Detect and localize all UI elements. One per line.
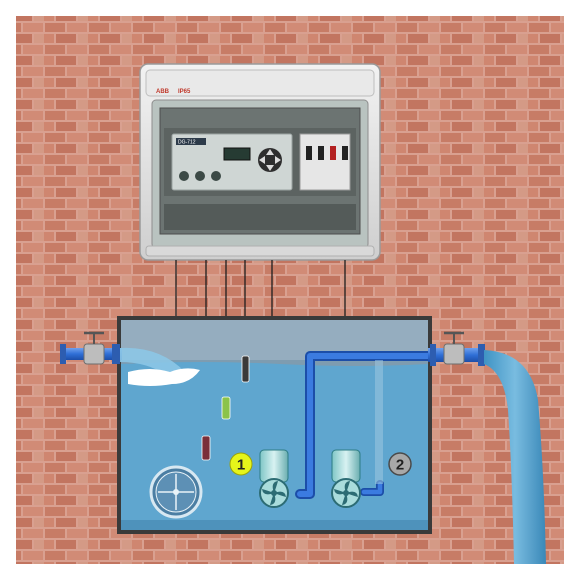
controller-display xyxy=(223,147,251,161)
controller-led-2 xyxy=(195,171,205,181)
fan-impeller-icon xyxy=(262,481,286,505)
level-sensor-upper xyxy=(241,355,250,383)
inlet-pipe xyxy=(60,331,200,386)
pump-1-label: 1 xyxy=(237,457,245,474)
pump-2-riser xyxy=(375,360,383,484)
gauge-icon xyxy=(149,465,203,519)
pump-2-label: 2 xyxy=(396,457,404,474)
pump-2-badge: 2 xyxy=(388,452,412,476)
inlet-valve-icon xyxy=(83,331,105,365)
controller-led-1 xyxy=(179,171,189,181)
pump-1 xyxy=(259,449,289,508)
inflow-stream xyxy=(120,347,185,378)
outlet-pipe xyxy=(428,331,485,366)
controller-led-3 xyxy=(211,171,221,181)
pump-2 xyxy=(331,449,361,508)
panel-brand: ABB xyxy=(156,89,170,95)
outflow-stream xyxy=(484,350,546,564)
fan-impeller-icon xyxy=(334,481,358,505)
controller-keypad xyxy=(258,148,282,172)
outlet-valve-icon xyxy=(443,331,465,365)
inflow-foam xyxy=(128,368,200,386)
controller-model: DG-712 xyxy=(178,140,196,146)
circuit-breakers xyxy=(299,133,351,191)
pump-1-badge: 1 xyxy=(229,452,253,476)
level-sensor-middle xyxy=(221,396,231,420)
panel-rating: IP65 xyxy=(178,89,191,95)
discharge-piping xyxy=(295,351,445,499)
control-panel: ABB IP65 DG-712 xyxy=(139,63,381,261)
level-sensor-lower xyxy=(201,435,211,461)
